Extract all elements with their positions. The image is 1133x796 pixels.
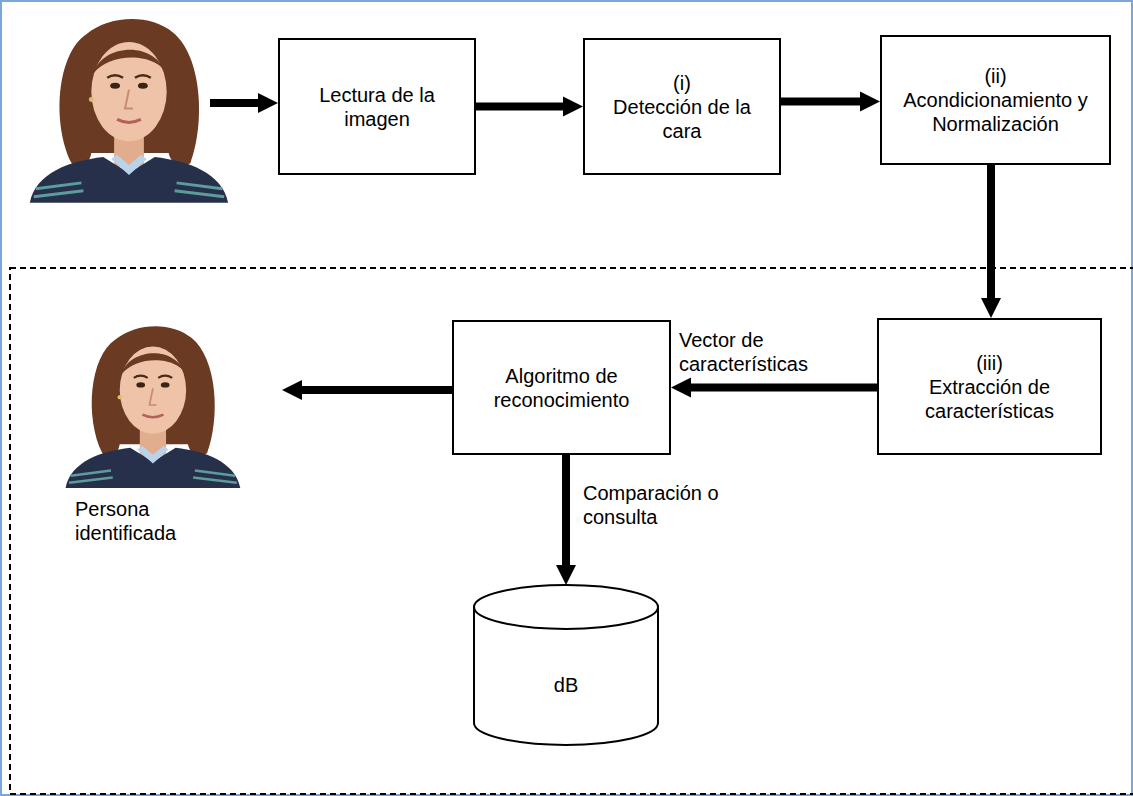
node-text: (ii)	[972, 64, 1018, 88]
edge-label: Comparación o consulta	[580, 481, 776, 529]
node-text: (iii)	[964, 351, 1015, 375]
node-text: Lectura de la imagen	[280, 83, 474, 131]
process-box: (ii)Acondicionamiento y Normalización	[880, 35, 1111, 165]
flow-arrow	[691, 384, 877, 392]
node-content: dB	[472, 585, 660, 745]
node-text: Acondicionamiento y Normalización	[882, 88, 1109, 136]
caption-label: Persona identificada	[75, 497, 215, 545]
process-box: (i)Detección de la cara	[583, 38, 781, 175]
identified-photo	[50, 322, 255, 488]
cylinder-body	[474, 585, 658, 745]
node-content: (i)Detección de la cara	[585, 40, 779, 173]
flow-arrow	[476, 103, 563, 111]
input-arrow	[210, 99, 258, 107]
node-text: Detección de la cara	[585, 95, 779, 143]
database-cylinder: dB	[472, 585, 660, 745]
process-box: Algoritmo de reconocimiento	[452, 320, 671, 455]
node-content: Algoritmo de reconocimiento	[454, 322, 669, 453]
flow-arrow	[781, 98, 860, 106]
node-text: dB	[542, 673, 590, 697]
node-text: Extracción de características	[879, 375, 1100, 423]
node-content: (iii)Extracción de características	[879, 320, 1100, 453]
output-arrow	[302, 386, 452, 394]
cylinder-outline	[472, 585, 660, 745]
edge-label: Vector de características	[676, 328, 872, 376]
flow-arrow	[562, 455, 570, 565]
node-content: Lectura de la imagen	[280, 40, 474, 173]
cylinder-rim	[474, 607, 658, 629]
node-text: Algoritmo de reconocimiento	[454, 364, 669, 412]
node-text: (i)	[661, 71, 703, 95]
dashed-region	[10, 268, 1133, 794]
process-box: (iii)Extracción de características	[877, 318, 1102, 455]
node-content: (ii)Acondicionamiento y Normalización	[882, 37, 1109, 163]
process-box: Lectura de la imagen	[278, 38, 476, 175]
flow-arrow	[987, 165, 995, 298]
input-photo	[12, 14, 245, 202]
